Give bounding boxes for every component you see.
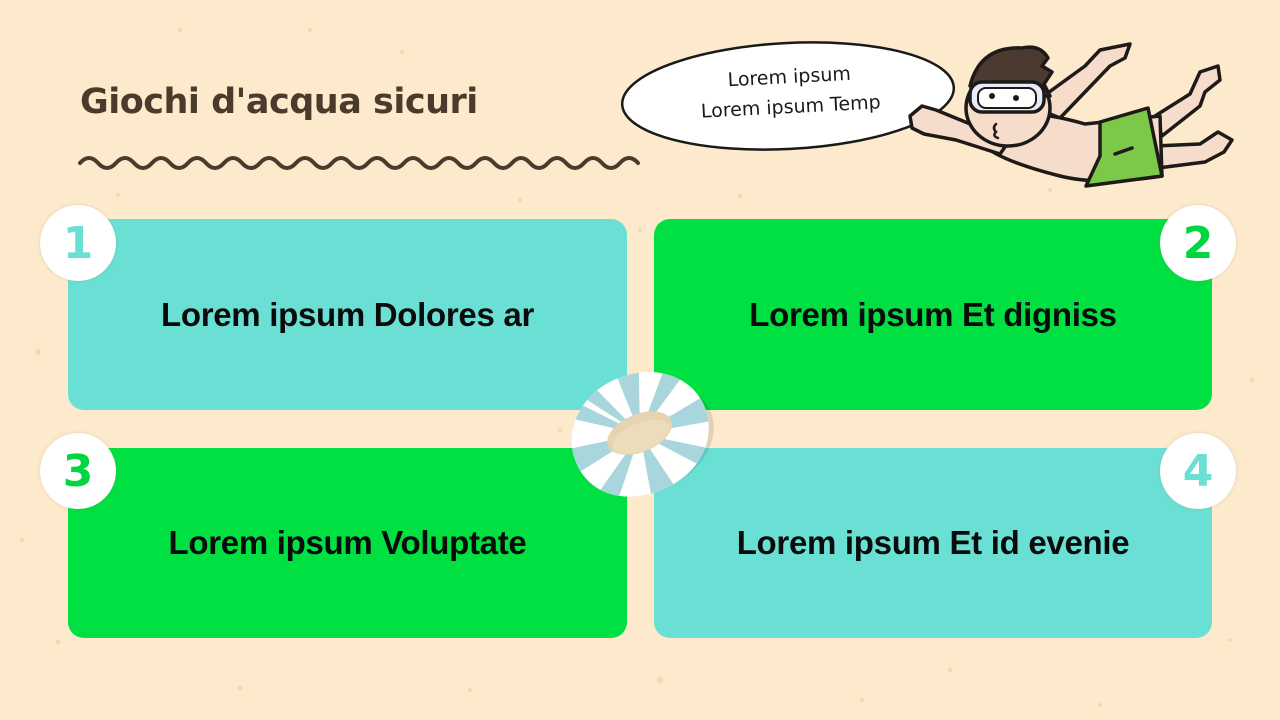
card-3: Lorem ipsum Voluptate — [68, 448, 627, 638]
number-badge-3: 3 — [40, 433, 116, 509]
swimmer-illustration — [908, 42, 1234, 188]
badge-number: 2 — [1182, 217, 1214, 269]
card-4: Lorem ipsum Et id evenie — [654, 448, 1212, 638]
card-2: Lorem ipsum Et digniss — [654, 219, 1212, 410]
speech-bubble — [620, 41, 956, 151]
number-badge-1: 1 — [40, 205, 116, 281]
page-title: Giochi d'acqua sicuri — [80, 82, 478, 122]
badge-number: 1 — [62, 217, 94, 269]
lifebuoy-icon — [562, 366, 718, 502]
card-3-label: Lorem ipsum Voluptate — [168, 524, 527, 561]
card-1-label: Lorem ipsum Dolores ar — [161, 295, 534, 333]
card-1: Lorem ipsum Dolores ar — [68, 219, 627, 410]
number-badge-4: 4 — [1160, 433, 1236, 509]
wavy-divider — [78, 156, 640, 170]
badge-number: 3 — [62, 445, 94, 497]
card-4-label: Lorem ipsum Et id evenie — [736, 524, 1130, 561]
card-2-label: Lorem ipsum Et digniss — [749, 295, 1117, 333]
badge-number: 4 — [1182, 445, 1214, 497]
number-badge-2: 2 — [1160, 205, 1236, 281]
